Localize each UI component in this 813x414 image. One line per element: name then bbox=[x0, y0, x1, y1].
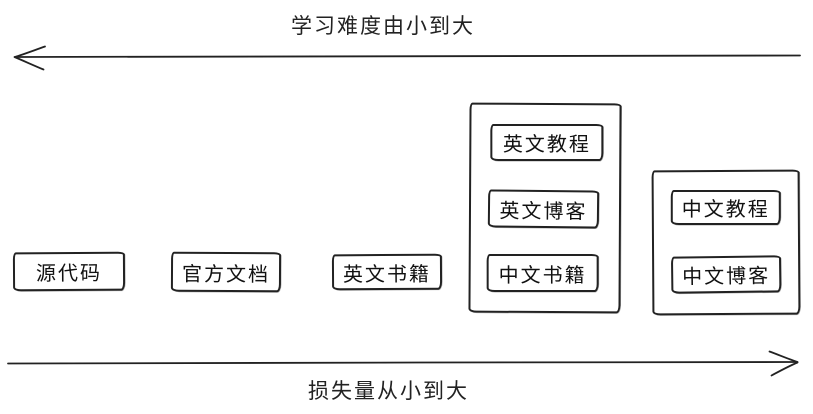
box-official-docs: 官方文档 bbox=[170, 251, 282, 293]
box-official-docs-label: 官方文档 bbox=[181, 263, 271, 286]
box-chinese-books-label: 中文书籍 bbox=[498, 264, 587, 287]
box-english-blogs: 英文博客 bbox=[487, 189, 600, 229]
box-chinese-tutorials: 中文教程 bbox=[670, 189, 781, 226]
box-english-books-label: 英文书籍 bbox=[342, 263, 432, 286]
box-chinese-tutorials-label: 中文教程 bbox=[681, 198, 770, 222]
box-english-blogs-label: 英文博客 bbox=[499, 200, 588, 223]
box-source-code: 源代码 bbox=[12, 251, 126, 292]
top-arrow-left-icon bbox=[13, 45, 801, 71]
box-chinese-blogs-label: 中文博客 bbox=[682, 265, 771, 289]
group-chinese-resources: 中文教程 中文博客 bbox=[651, 169, 801, 316]
bottom-axis-label: 损失量从小到大 bbox=[308, 380, 469, 403]
bottom-arrow-right-icon bbox=[7, 350, 799, 377]
box-chinese-blogs: 中文博客 bbox=[670, 255, 782, 294]
box-english-tutorials: 英文教程 bbox=[490, 123, 604, 162]
top-axis-label: 学习难度由小到大 bbox=[291, 15, 475, 38]
group-english-resources: 英文教程 英文博客 中文书籍 bbox=[468, 102, 622, 314]
box-english-tutorials-label: 英文教程 bbox=[502, 133, 591, 157]
box-english-books: 英文书籍 bbox=[331, 253, 443, 291]
box-source-code-label: 源代码 bbox=[35, 262, 103, 286]
box-chinese-books: 中文书籍 bbox=[486, 253, 599, 293]
